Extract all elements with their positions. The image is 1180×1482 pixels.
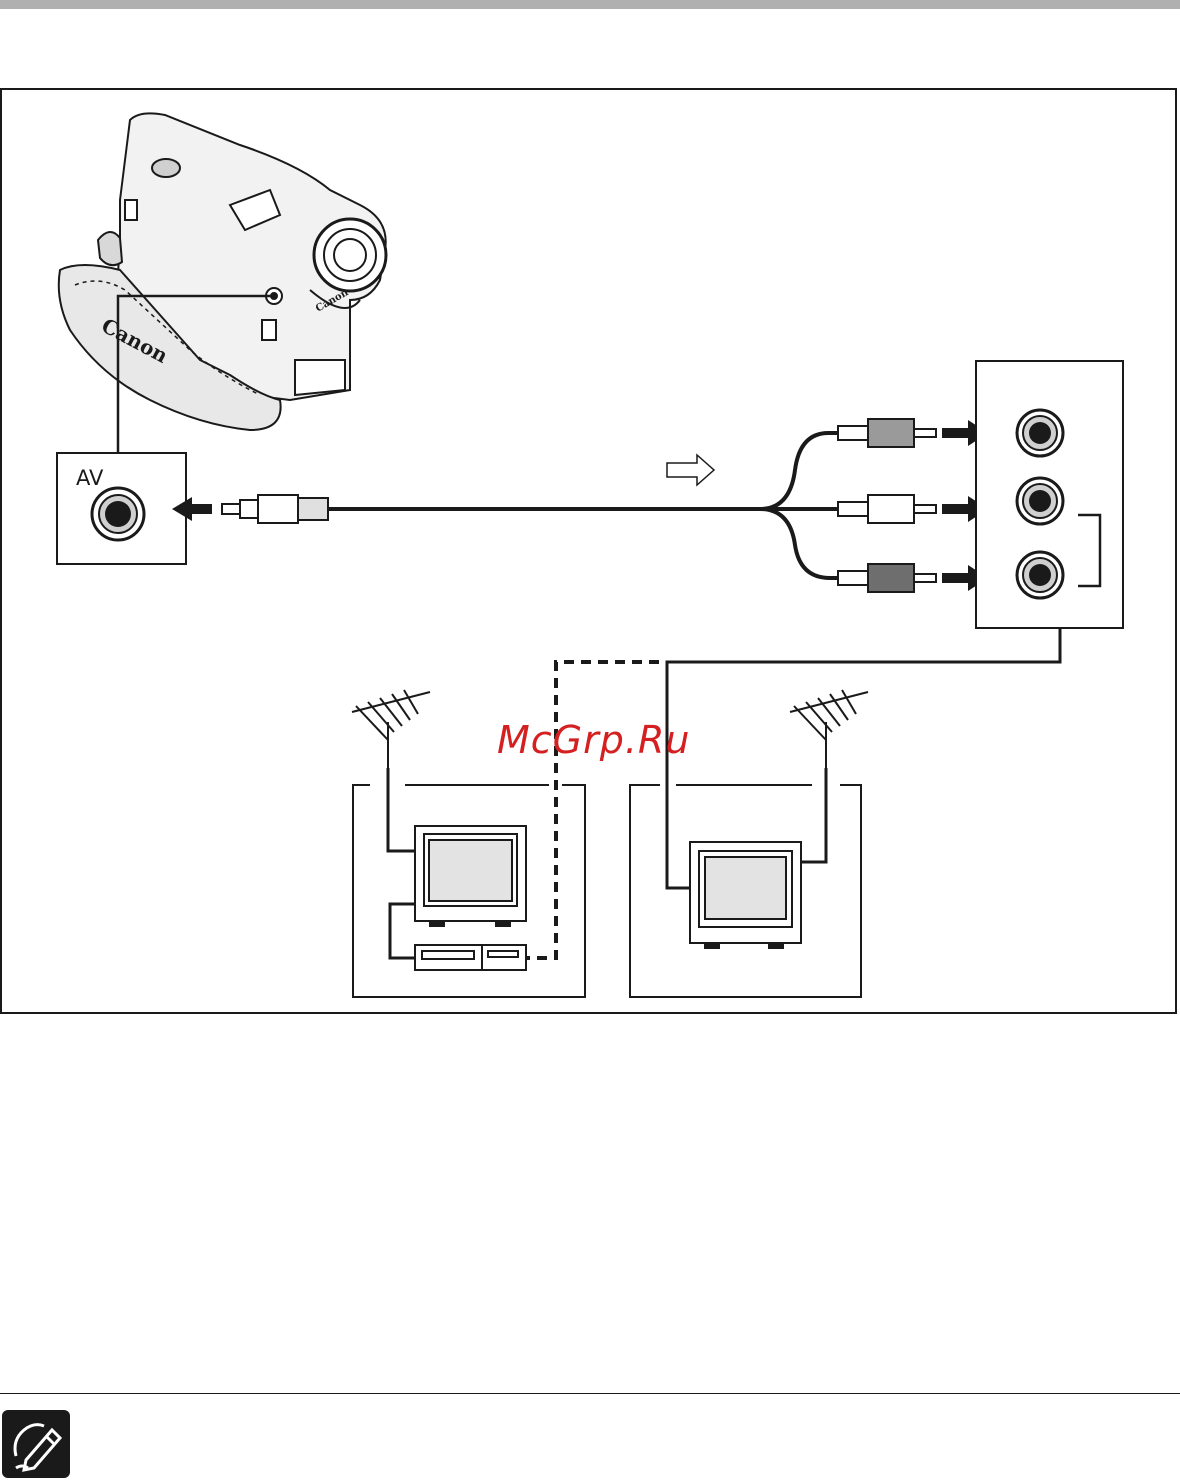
vcr-connection-line-dashed	[527, 662, 659, 958]
vcr-icon	[415, 945, 526, 970]
input-jack-video-icon	[1017, 410, 1063, 456]
camcorder-icon: Canon Canon	[59, 113, 386, 430]
antenna-cable	[388, 768, 415, 851]
antenna-icon	[352, 690, 430, 768]
rca-plug-bottom-icon	[838, 564, 936, 592]
mini-plug-icon	[222, 495, 328, 523]
input-jack-audio-left-icon	[1017, 478, 1063, 524]
tv-icon	[690, 842, 801, 948]
input-jack-audio-right-icon	[1017, 552, 1063, 598]
tv-icon	[415, 826, 526, 926]
av-cable	[328, 433, 840, 578]
signal-flow-arrow-icon	[667, 455, 714, 485]
watermark: McGrp.Ru	[497, 718, 690, 762]
tv-vcr-cable	[390, 904, 415, 958]
av-jack-icon	[92, 488, 144, 540]
footer-rule	[0, 1393, 1180, 1394]
antenna-cable	[801, 768, 826, 862]
note-pencil-icon	[2, 1410, 70, 1478]
av-terminal-label: AV	[76, 466, 103, 490]
rca-plug-middle-icon	[838, 495, 936, 523]
rca-plug-top-icon	[838, 419, 936, 447]
antenna-icon	[790, 690, 868, 768]
